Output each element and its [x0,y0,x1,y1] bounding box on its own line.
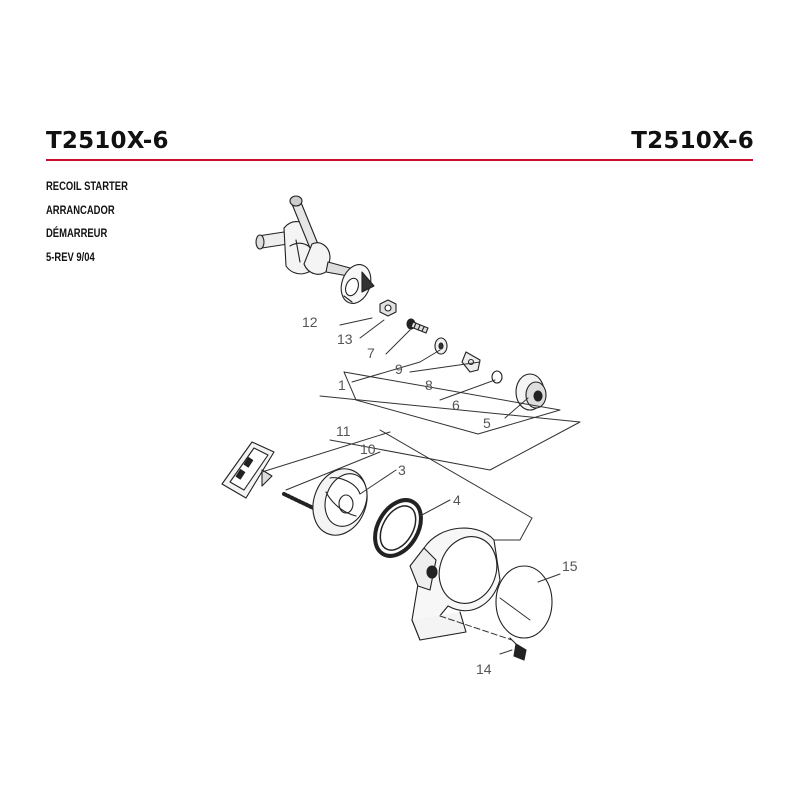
callout-12: 12 [302,314,318,330]
part-9-washer [434,337,448,355]
title-french: DÉMARREUR [46,228,108,240]
callout-10: 10 [360,441,376,457]
model-number-left: T2510X-6 [46,128,169,154]
callout-14: 14 [476,661,492,677]
starter-housing [409,527,501,641]
part-6-spring [491,370,503,384]
part-11-handle [221,441,275,499]
callout-7: 7 [367,345,375,361]
part-7-screw [406,318,429,334]
callout-4: 4 [453,492,461,508]
header-rule [46,159,753,161]
part-12-drive-plate [340,264,375,304]
callout-9: 9 [395,361,403,377]
part-13-nut [379,299,397,317]
callout-15: 15 [562,558,578,574]
callout-11: 11 [336,423,351,439]
model-number-right: T2510X-6 [631,128,754,154]
callout-6: 6 [452,397,460,413]
part-5-pulley [515,373,547,411]
revision-label: 5-REV 9/04 [46,251,95,264]
callout-5: 5 [483,415,491,431]
callout-1: 1 [338,377,346,393]
description-block: RECOIL STARTER ARRANCADOR DÉMARREUR 5-RE… [46,180,128,274]
part-15-cover [495,565,553,639]
title-spanish: ARRANCADOR [46,204,115,217]
callout-13: 13 [337,331,353,347]
part-4-spring [373,498,423,558]
callout-3: 3 [398,462,406,478]
part-8-pawl [461,351,481,373]
callout-8: 8 [425,377,433,393]
part-14-bolt [509,637,527,661]
title-english: RECOIL STARTER [46,181,128,193]
assembly-callout-lines [261,317,581,655]
crankshaft-part [255,195,351,277]
part-3-reel [312,468,368,536]
